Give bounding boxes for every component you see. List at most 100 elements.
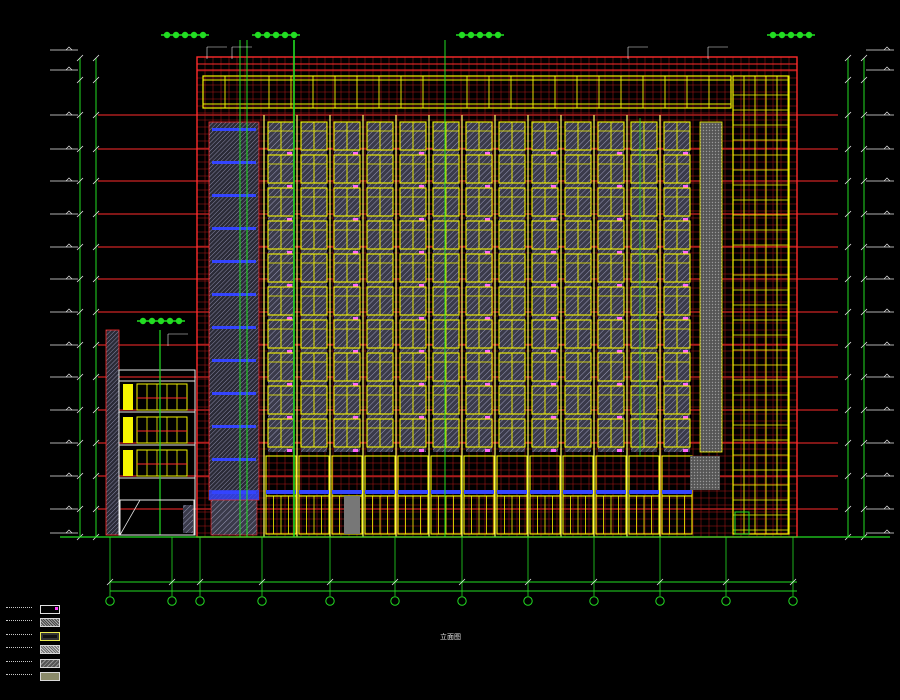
dim-tick bbox=[860, 505, 868, 513]
window-sill-mark bbox=[485, 383, 490, 386]
level-triangle bbox=[65, 406, 73, 411]
level-triangle bbox=[65, 243, 73, 248]
window-sill-mark bbox=[485, 416, 490, 419]
window-sill-mark bbox=[353, 317, 358, 320]
stair-core-blue-band bbox=[212, 458, 256, 461]
window-sill-mark bbox=[617, 350, 622, 353]
stair-core-blue-band bbox=[212, 392, 256, 395]
level-triangle bbox=[883, 341, 891, 346]
legend-marker-icon bbox=[55, 607, 58, 610]
dim-tick bbox=[168, 578, 176, 586]
axis-bubble bbox=[655, 596, 665, 606]
window-sill-mark bbox=[485, 218, 490, 221]
legend-swatch bbox=[40, 671, 60, 681]
window-sill-mark bbox=[287, 251, 292, 254]
dim-tick bbox=[844, 145, 852, 153]
annex-window bbox=[136, 383, 188, 411]
callout-dot bbox=[485, 31, 493, 39]
window-sill-mark bbox=[683, 185, 688, 188]
window-sill-mark bbox=[617, 251, 622, 254]
level-triangle bbox=[883, 46, 891, 51]
window-sill-mark bbox=[485, 185, 490, 188]
stair-core-base bbox=[209, 490, 259, 500]
dim-tick bbox=[76, 76, 84, 84]
callout-dot bbox=[290, 31, 298, 39]
dim-tick bbox=[860, 111, 868, 119]
window-sill-mark bbox=[683, 152, 688, 155]
window-sill-mark bbox=[419, 218, 424, 221]
window-sill-mark bbox=[287, 350, 292, 353]
window-sill-mark bbox=[551, 185, 556, 188]
dim-tick bbox=[196, 578, 204, 586]
dim-tick bbox=[92, 505, 100, 513]
window-sill-mark bbox=[287, 152, 292, 155]
dim-tick bbox=[76, 111, 84, 119]
legend-label-line bbox=[6, 607, 32, 610]
axis-bubble bbox=[167, 596, 177, 606]
callout-dot bbox=[190, 31, 198, 39]
legend-label-line bbox=[6, 647, 32, 650]
level-triangle bbox=[883, 210, 891, 215]
window-sill-mark bbox=[287, 449, 292, 452]
legend-swatch bbox=[40, 618, 60, 628]
legend-label-line bbox=[6, 673, 32, 677]
annex-window-solid bbox=[123, 384, 133, 410]
window-sill-mark bbox=[353, 152, 358, 155]
legend-label-line bbox=[6, 620, 32, 623]
legend-swatch bbox=[40, 645, 60, 655]
callout-dot bbox=[805, 31, 813, 39]
window-sill-mark bbox=[551, 284, 556, 287]
window-sill-mark bbox=[551, 350, 556, 353]
window-sill-mark bbox=[419, 383, 424, 386]
annex-wall bbox=[105, 329, 120, 536]
window-sill-mark bbox=[683, 383, 688, 386]
window-sill-mark bbox=[287, 317, 292, 320]
dim-tick bbox=[844, 406, 852, 414]
window-sill-mark bbox=[353, 284, 358, 287]
material-legend bbox=[6, 604, 66, 684]
annex-door bbox=[183, 505, 193, 533]
window-sill-mark bbox=[551, 416, 556, 419]
callout-dot bbox=[175, 317, 183, 325]
callout-dot bbox=[172, 31, 180, 39]
legend-row bbox=[6, 658, 66, 671]
dim-tick bbox=[860, 210, 868, 218]
dim-tick bbox=[76, 177, 84, 185]
level-triangle bbox=[65, 275, 73, 280]
level-triangle bbox=[883, 275, 891, 280]
dim-tick bbox=[860, 54, 868, 62]
dim-tick bbox=[844, 54, 852, 62]
axis-bubble bbox=[589, 596, 599, 606]
dim-tick bbox=[76, 472, 84, 480]
callout-dot bbox=[199, 31, 207, 39]
callout-dot bbox=[163, 31, 171, 39]
side-door bbox=[734, 511, 750, 535]
level-triangle bbox=[65, 341, 73, 346]
dim-tick bbox=[326, 578, 334, 586]
main-building-elevation bbox=[98, 40, 838, 538]
window-sill-mark bbox=[419, 350, 424, 353]
canopy-band bbox=[530, 490, 560, 494]
stair-core-blue-band bbox=[212, 326, 256, 329]
callout-dot bbox=[281, 31, 289, 39]
legend-swatch bbox=[40, 605, 60, 614]
dim-tick bbox=[590, 578, 598, 586]
dim-tick bbox=[458, 578, 466, 586]
canopy-band bbox=[563, 490, 593, 494]
window-sill-mark bbox=[419, 284, 424, 287]
canopy-band bbox=[365, 490, 395, 494]
legend-swatch bbox=[40, 658, 60, 668]
canopy-band bbox=[398, 490, 428, 494]
window-sill-mark bbox=[353, 383, 358, 386]
dim-tick bbox=[860, 76, 868, 84]
dim-tick bbox=[860, 472, 868, 480]
dim-tick bbox=[860, 406, 868, 414]
window-sill-mark bbox=[485, 152, 490, 155]
stone-panel bbox=[699, 121, 723, 453]
window-sill-mark bbox=[617, 317, 622, 320]
dimension-lines bbox=[60, 54, 890, 596]
stone-panel-base bbox=[690, 456, 720, 490]
legend-label-line bbox=[6, 633, 32, 637]
level-triangle bbox=[65, 145, 73, 150]
